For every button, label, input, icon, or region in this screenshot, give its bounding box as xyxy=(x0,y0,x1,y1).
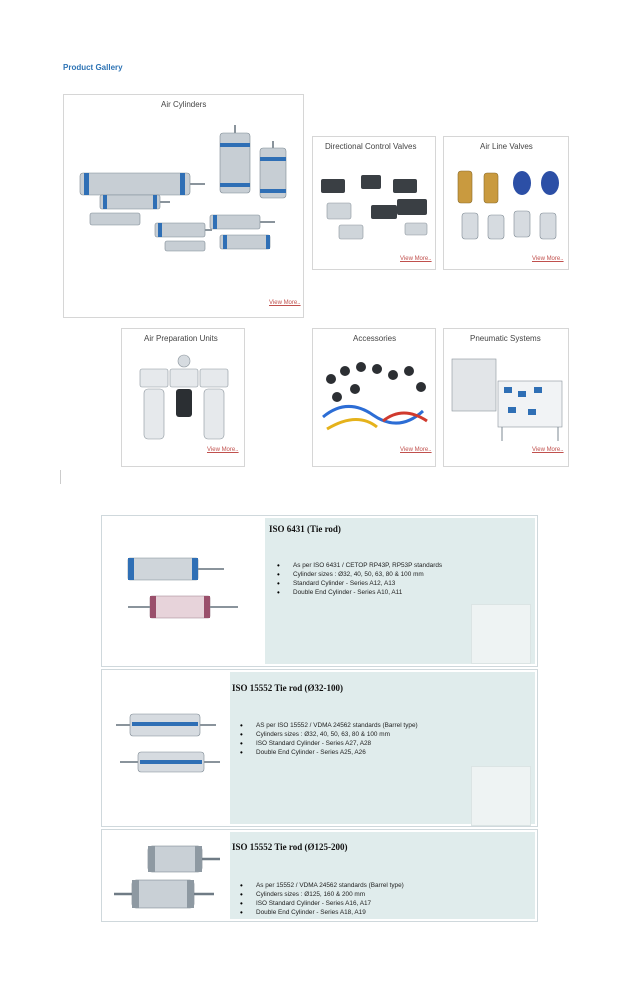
product-image-cell xyxy=(102,516,265,666)
view-more-link[interactable]: View More.. xyxy=(532,256,564,262)
product-row-iso-15552-125-200: ISO 15552 Tie rod (Ø125-200) As per 1555… xyxy=(101,829,538,922)
view-more-link[interactable]: View More.. xyxy=(269,300,301,306)
product-title: ISO 15552 Tie rod (Ø125-200) xyxy=(232,842,348,852)
iso-15552-large-image xyxy=(114,845,220,909)
product-spec-list: As per ISO 6431 / CETOP RP43P, RP53P sta… xyxy=(277,561,442,597)
spec-item: ISO Standard Cylinder - Series A16, A17 xyxy=(240,899,404,908)
card-title: Directional Control Valves xyxy=(325,142,417,151)
air-preparation-units-image xyxy=(139,354,229,440)
view-more-link[interactable]: View More.. xyxy=(400,256,432,262)
product-info-panel: ISO 15552 Tie rod (Ø32-100) AS per ISO 1… xyxy=(230,672,535,826)
card-title: Air Line Valves xyxy=(480,142,533,151)
product-row-iso-15552-32-100: ISO 15552 Tie rod (Ø32-100) AS per ISO 1… xyxy=(101,669,538,827)
iso-6431-image xyxy=(127,557,238,619)
view-more-link[interactable]: View More.. xyxy=(400,447,432,453)
air-line-valves-image xyxy=(457,170,559,240)
card-pneumatic-systems[interactable]: Pneumatic Systems View More.. xyxy=(443,328,569,467)
product-image-cell xyxy=(102,830,230,921)
spec-item: AS per ISO 15552 / VDMA 24562 standards … xyxy=(240,721,418,730)
spec-item: Cylinders sizes : Ø125, 160 & 200 mm xyxy=(240,890,404,899)
card-accessories[interactable]: Accessories View More.. xyxy=(312,328,436,467)
spec-item: Double End Cylinder - Series A18, A19 xyxy=(240,908,404,917)
directional-valves-image xyxy=(321,175,428,240)
spec-item: Cylinders sizes : Ø32, 40, 50, 63, 80 & … xyxy=(240,730,418,739)
page-heading: Product Gallery xyxy=(63,63,123,72)
iso-15552-small-image xyxy=(116,713,220,773)
view-more-link[interactable]: View More.. xyxy=(532,447,564,453)
spec-item: Double End Cylinder - Series A10, A11 xyxy=(277,588,442,597)
card-air-cylinders[interactable]: Air Cylinders View More.. xyxy=(63,94,304,318)
divider-mark xyxy=(60,470,61,484)
spec-item: As per 15552 / VDMA 24562 standards (Bar… xyxy=(240,881,404,890)
view-more-link[interactable]: View More.. xyxy=(207,447,239,453)
card-air-line-valves[interactable]: Air Line Valves View More.. xyxy=(443,136,569,270)
accessories-image xyxy=(322,362,428,431)
product-info-panel: ISO 6431 (Tie rod) As per ISO 6431 / CET… xyxy=(265,518,535,664)
card-air-preparation-units[interactable]: Air Preparation Units View More.. xyxy=(121,328,245,467)
product-row-iso-6431: ISO 6431 (Tie rod) As per ISO 6431 / CET… xyxy=(101,515,538,667)
spec-item: As per ISO 6431 / CETOP RP43P, RP53P sta… xyxy=(277,561,442,570)
card-title: Pneumatic Systems xyxy=(470,334,541,343)
card-directional-control-valves[interactable]: Directional Control Valves View More.. xyxy=(312,136,436,270)
spec-item: Standard Cylinder - Series A12, A13 xyxy=(277,579,442,588)
product-info-panel: ISO 15552 Tie rod (Ø125-200) As per 1555… xyxy=(230,832,535,919)
spec-item: ISO Standard Cylinder - Series A27, A28 xyxy=(240,739,418,748)
card-title: Air Preparation Units xyxy=(144,334,218,343)
spec-item: Double End Cylinder - Series A25, A26 xyxy=(240,748,418,757)
spec-item: Cylinder sizes : Ø32, 40, 50, 63, 80 & 1… xyxy=(277,570,442,579)
product-title: ISO 15552 Tie rod (Ø32-100) xyxy=(232,683,344,693)
product-spec-list: As per 15552 / VDMA 24562 standards (Bar… xyxy=(240,881,404,917)
product-title: ISO 6431 (Tie rod) xyxy=(269,524,341,534)
card-title: Accessories xyxy=(353,334,397,343)
air-cylinders-image xyxy=(79,125,287,252)
pneumatic-systems-image xyxy=(451,358,563,441)
side-placeholder-box xyxy=(471,766,531,826)
card-title: Air Cylinders xyxy=(161,100,207,109)
side-placeholder-box xyxy=(471,604,531,664)
product-spec-list: AS per ISO 15552 / VDMA 24562 standards … xyxy=(240,721,418,757)
product-image-cell xyxy=(102,670,230,826)
